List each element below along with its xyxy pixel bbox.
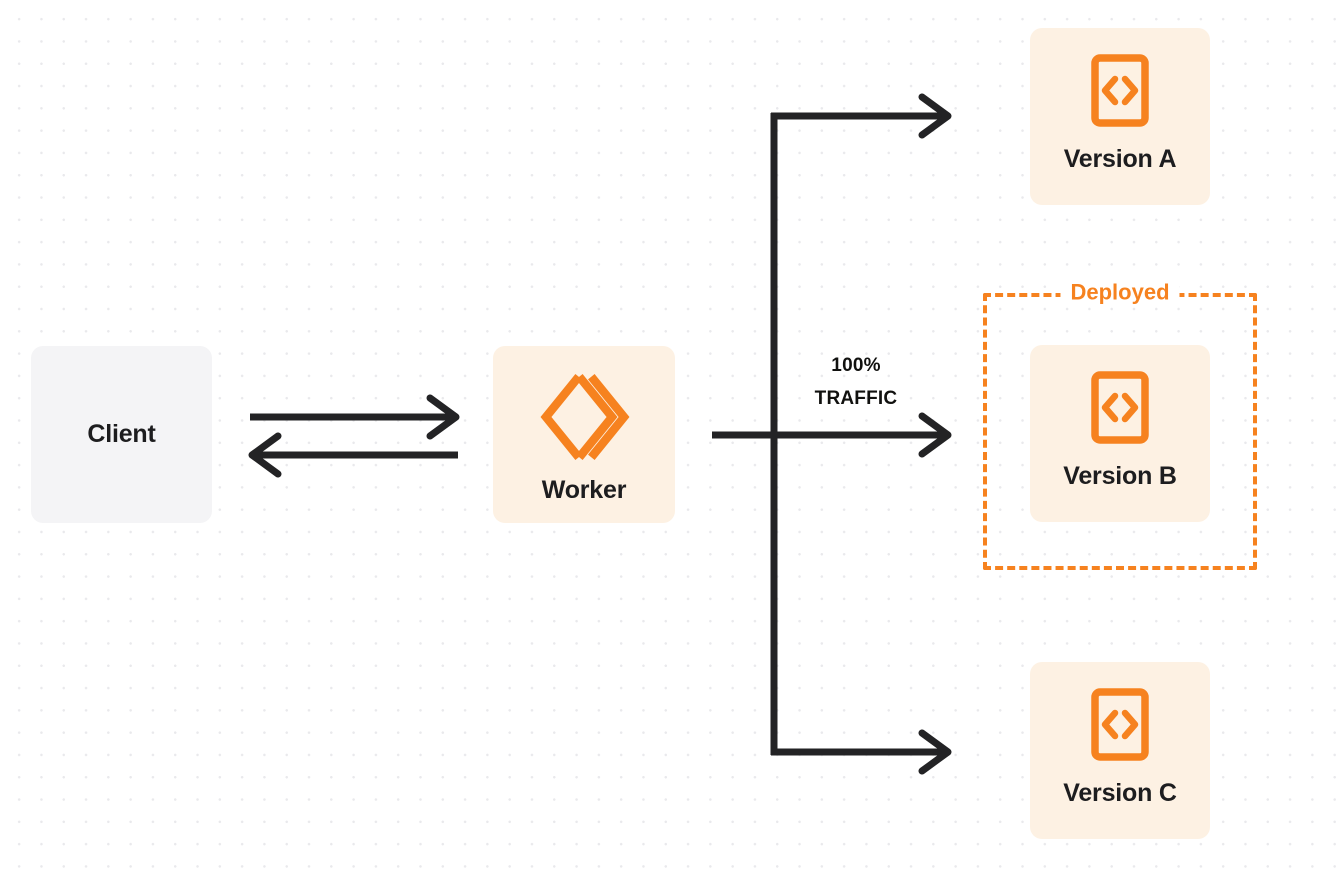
traffic-percentage-caption: TRAFFIC: [814, 387, 898, 409]
version-c-label: Version C: [1063, 779, 1177, 807]
deployed-group-container: Deployed: [983, 281, 1257, 570]
arrow-client-to-worker: [250, 394, 460, 440]
version-b-node[interactable]: Version B: [1030, 345, 1210, 522]
client-label: Client: [87, 420, 156, 448]
traffic-percentage-label: 100% TRAFFIC: [790, 350, 922, 415]
client-node[interactable]: Client: [31, 346, 212, 523]
worker-label: Worker: [541, 476, 627, 504]
arrow-to-version-a: [771, 93, 952, 139]
version-b-label: Version B: [1063, 462, 1177, 490]
arrow-worker-to-client: [248, 432, 458, 478]
cloudflare-workers-logo-icon: [538, 374, 630, 460]
arrow-to-version-c: [771, 729, 952, 775]
code-file-icon: [1091, 371, 1149, 444]
deployed-group-label: Deployed: [1060, 281, 1180, 304]
arrow-to-version-b: [712, 412, 952, 458]
traffic-percentage-value: 100%: [831, 355, 881, 376]
worker-node[interactable]: Worker: [493, 346, 675, 523]
version-a-node[interactable]: Version A: [1030, 28, 1210, 205]
code-file-icon: [1091, 688, 1149, 761]
version-c-node[interactable]: Version C: [1030, 662, 1210, 839]
version-a-label: Version A: [1063, 145, 1177, 173]
code-file-icon: [1091, 54, 1149, 127]
